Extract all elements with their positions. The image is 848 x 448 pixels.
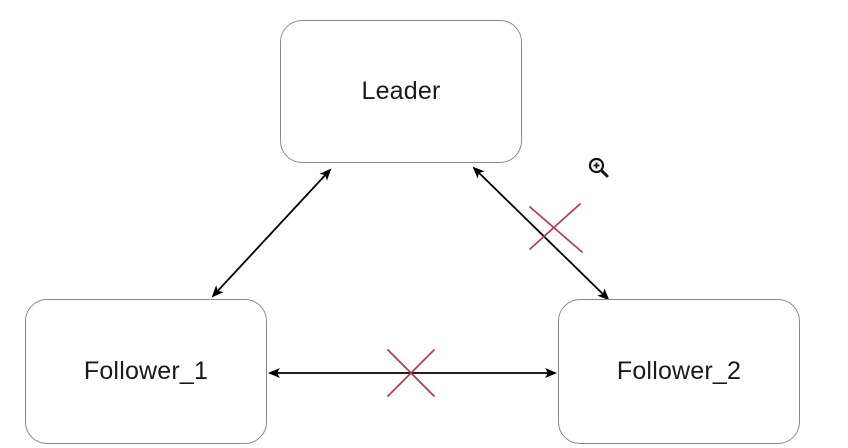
leader-label: Leader [361, 77, 441, 105]
edge-leader-follower-1 [211, 168, 332, 298]
broken-link-mark-follower-1-follower-2 [387, 349, 435, 397]
follower-1-label: Follower_1 [83, 357, 209, 385]
broken-link-mark-leader-follower-2 [529, 203, 583, 253]
zoom-in-icon[interactable] [586, 155, 612, 181]
follower-2-node: Follower_2 [558, 299, 800, 444]
edge-leader-follower-2 [472, 166, 610, 301]
follower-2-label: Follower_2 [616, 357, 742, 385]
leader-node: Leader [280, 20, 522, 163]
follower-1-node: Follower_1 [25, 299, 267, 444]
